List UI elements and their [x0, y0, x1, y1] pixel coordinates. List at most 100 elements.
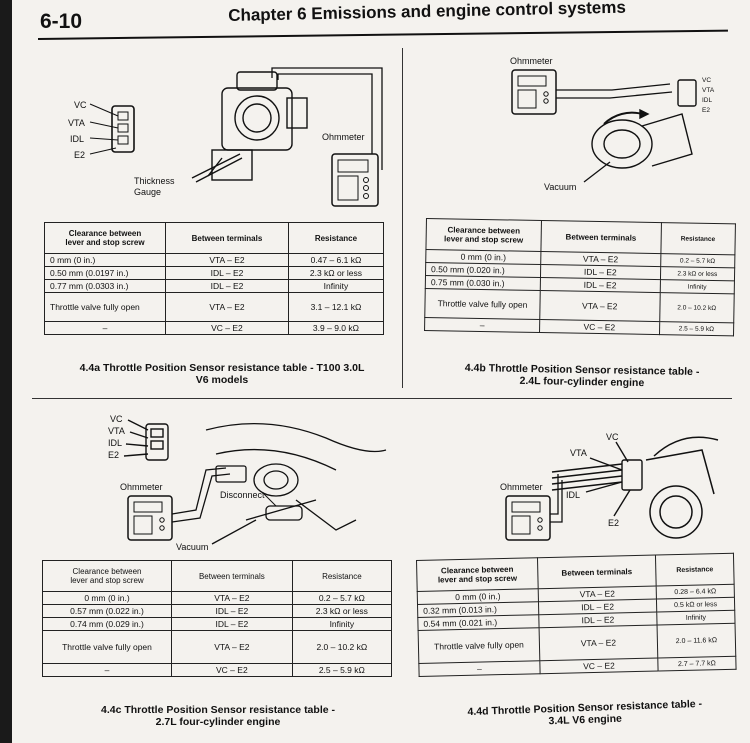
manual-page: 6-10 Chapter 6 Emissions and engine cont…	[12, 0, 750, 743]
vertical-divider	[402, 48, 403, 388]
cell-terminals: IDL – E2	[165, 279, 289, 293]
cell-terminals: IDL – E2	[171, 604, 293, 618]
label-vta: VTA	[702, 87, 715, 94]
throttle-body	[591, 79, 697, 169]
chapter-title: Chapter 6 Emissions and engine control s…	[228, 0, 627, 25]
fig-b-illustration: Ohmmeter Vacuum VC VTA IDL E2	[510, 56, 715, 192]
cell-terminals: VC – E2	[539, 658, 659, 674]
label-e2: E2	[74, 150, 85, 160]
cell-clearance: Throttle valve fully open	[42, 630, 172, 664]
header-terminals: Between terminals	[165, 222, 289, 254]
cell-clearance: –	[418, 660, 541, 677]
header-resistance: Resistance	[660, 222, 736, 255]
cell-clearance: Throttle valve fully open	[418, 627, 540, 664]
fig-c-illustration: VC VTA IDL E2 Ohmmeter	[108, 414, 387, 552]
label-ohmmeter: Ohmmeter	[322, 132, 365, 142]
header-terminals: Between terminals	[537, 555, 657, 589]
cell-resistance: 3.1 – 12.1 kΩ	[287, 292, 385, 322]
cell-terminals: VTA – E2	[165, 253, 289, 267]
cell-resistance: 2.7 – 7.7 kΩ	[657, 656, 737, 672]
caption-fig-d: 4.4d Throttle Position Sensor resistance…	[467, 697, 703, 728]
label-disconnect: Disconnect	[220, 490, 265, 500]
cell-clearance: –	[42, 663, 172, 677]
cell-resistance: 2.0 – 11.6 kΩ	[657, 623, 736, 659]
label-e2: E2	[702, 107, 710, 114]
cell-terminals: VTA – E2	[539, 290, 660, 322]
wiring-harness	[551, 441, 643, 517]
label-e2: E2	[608, 518, 619, 528]
cell-resistance: 2.0 – 10.2 kΩ	[291, 630, 393, 664]
header-resistance: Resistance	[291, 560, 393, 592]
cell-clearance: –	[44, 321, 166, 335]
label-e2: E2	[108, 450, 119, 460]
throttle-body	[645, 436, 719, 539]
ohmmeter-icon	[505, 495, 551, 541]
caption-fig-b: 4.4b Throttle Position Sensor resistance…	[464, 361, 700, 390]
cell-resistance: 2.3 kΩ or less	[659, 266, 735, 281]
horizontal-divider	[32, 398, 732, 399]
page-number: 6-10	[40, 10, 83, 33]
cell-terminals: IDL – E2	[171, 617, 293, 631]
label-vc: VC	[606, 432, 619, 442]
cell-clearance: 0.77 mm (0.0303 in.)	[44, 279, 166, 293]
cell-clearance: 0.57 mm (0.022 in.)	[42, 604, 172, 618]
header-terminals: Between terminals	[540, 220, 661, 254]
cell-terminals: VTA – E2	[171, 630, 293, 664]
thickness-gauge	[191, 153, 243, 183]
cell-clearance: Throttle valve fully open	[44, 292, 166, 322]
cell-clearance: 0.74 mm (0.029 in.)	[42, 617, 172, 631]
cell-resistance: 2.3 kΩ or less	[291, 604, 393, 618]
ohmmeter-icon	[127, 495, 173, 541]
cell-clearance: 0 mm (0 in.)	[44, 253, 166, 267]
header-rule	[38, 29, 728, 40]
cell-resistance: Infinity	[291, 617, 393, 631]
tps-connector	[89, 103, 135, 155]
cell-terminals: VTA – E2	[539, 625, 658, 661]
cell-resistance: Infinity	[287, 279, 385, 293]
header-resistance: Resistance	[287, 222, 385, 254]
cell-terminals: VC – E2	[539, 319, 660, 335]
fig-d-illustration: VC VTA IDL E2 Ohmmeter	[500, 432, 719, 541]
label-vc: VC	[74, 100, 87, 110]
cell-terminals: VTA – E2	[171, 591, 293, 605]
cell-terminals: VC – E2	[165, 321, 289, 335]
label-vta: VTA	[108, 426, 125, 436]
caption-fig-c: 4.4c Throttle Position Sensor resistance…	[101, 704, 335, 728]
label-gauge: Gauge	[134, 187, 161, 197]
cell-resistance: 3.9 – 9.0 kΩ	[287, 321, 385, 335]
header-resistance: Resistance	[655, 553, 735, 587]
cell-clearance: –	[424, 317, 540, 333]
cell-resistance: 0.2 – 5.7 kΩ	[291, 591, 393, 605]
engine-bay	[205, 422, 387, 531]
tps-connector	[123, 419, 169, 461]
throttle-body	[207, 71, 308, 181]
ohmmeter-icon	[511, 69, 557, 115]
label-vacuum: Vacuum	[544, 182, 576, 192]
label-ohmmeter: Ohmmeter	[510, 56, 553, 66]
label-vc: VC	[110, 414, 123, 424]
label-ohmmeter: Ohmmeter	[120, 482, 163, 492]
cell-clearance: 0 mm (0 in.)	[42, 591, 172, 605]
label-thickness: Thickness	[134, 176, 175, 186]
fig-a-illustration: VC VTA IDL E2 Thickness Gauge	[68, 67, 383, 207]
label-vta: VTA	[570, 448, 587, 458]
